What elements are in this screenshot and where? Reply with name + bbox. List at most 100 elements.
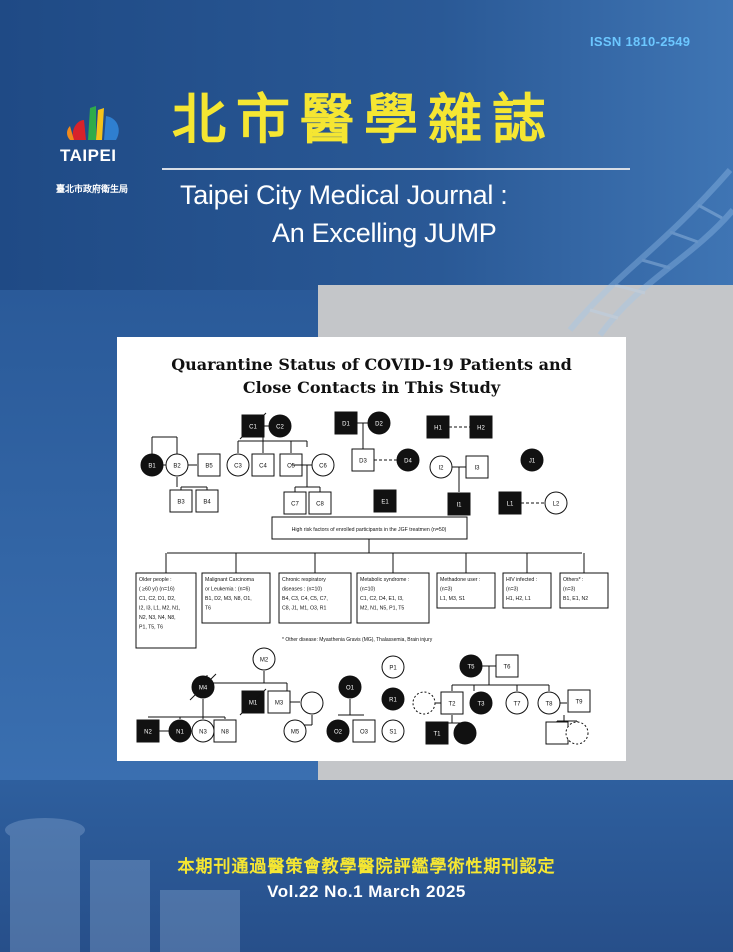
pedigree-node-N1 (168, 719, 192, 743)
node-label: T6 (503, 665, 511, 671)
node-label: B4 (203, 500, 211, 506)
pedigree-line (189, 673, 217, 701)
pedigree-node-D4 (396, 448, 420, 472)
pedigree-node-blank (545, 721, 569, 745)
risk-category-box (278, 572, 352, 624)
node-label: I3 (474, 466, 480, 472)
risk-category-text: Malignant Carcinoma (205, 577, 254, 583)
risk-category-text: I2, I3, L1, M2, N1, (139, 606, 180, 612)
node-label: D2 (375, 422, 383, 428)
risk-category-text: T6 (205, 606, 211, 612)
pedigree-node-T6 (495, 654, 519, 678)
risk-category-text: HIV infected : (506, 577, 537, 583)
node-label: I2 (438, 466, 444, 472)
pedigree-node-O2 (326, 719, 350, 743)
pedigree-node-blank (565, 721, 589, 745)
pedigree-node-O1 (338, 675, 362, 699)
risk-category-text: L1, M3, S1 (440, 596, 465, 602)
node-label: H1 (434, 426, 442, 432)
node-label: I1 (456, 503, 462, 509)
risk-header-text: High risk factors of enrolled participan… (292, 527, 447, 533)
risk-category-text: B1, D2, M3, N8, O1, (205, 596, 252, 602)
node-label: B1 (148, 464, 156, 470)
risk-category-box (201, 572, 271, 624)
pedigree-node-R1 (381, 687, 405, 711)
risk-category-text: C8, J1, M1, O3, R1 (282, 606, 327, 612)
node-label: N8 (221, 730, 229, 736)
risk-category-box (135, 572, 197, 649)
risk-category-text: (n=3) (563, 587, 576, 593)
pedigree-node-B1 (140, 453, 164, 477)
figure-title-line2: Close Contacts in This Study (242, 378, 501, 397)
volume-issue: Vol.22 No.1 March 2025 (267, 882, 466, 901)
risk-category-text: B1, E1, N2 (563, 596, 588, 602)
pedigree-node-N8 (213, 719, 237, 743)
figure-title-line1: Quarantine Status of COVID-19 Patients a… (171, 355, 572, 374)
node-label: O2 (334, 730, 343, 736)
node-label: T1 (433, 732, 441, 738)
pedigree-node-B2 (165, 453, 189, 477)
journal-title-chinese: 北市醫學雜誌 (172, 87, 556, 151)
risk-category-text: Chronic respiratory (282, 577, 326, 583)
node-label: C6 (319, 464, 327, 470)
node-label: N1 (176, 730, 184, 736)
pedigree-node-I1 (447, 492, 471, 516)
risk-category-text: (n=3) (506, 587, 519, 593)
pedigree-node-M2 (252, 647, 276, 671)
node-label: N2 (144, 730, 152, 736)
node-label: C7 (291, 502, 299, 508)
header-band (0, 0, 733, 300)
risk-category-text: P1, T5, T6 (139, 625, 163, 631)
pedigree-node-C7 (283, 491, 307, 515)
pedigree-node-D2 (367, 411, 391, 435)
pedigree-line (239, 412, 267, 440)
node-label: C4 (259, 464, 267, 470)
title-divider (162, 168, 630, 170)
bottom-band (0, 780, 733, 952)
pedigree-node-T1 (425, 721, 449, 745)
pedigree-node-C2 (268, 414, 292, 438)
figure-footnote: * Other disease: Myasthenia Gravis (MG),… (282, 637, 433, 643)
node-label: O1 (346, 686, 355, 692)
logo-wordmark: TAIPEI (60, 146, 117, 165)
node-label: C5 (287, 464, 295, 470)
risk-category-text: M2, N1, N5, P1, T5 (360, 606, 404, 612)
risk-category-text: Others* : (563, 577, 583, 583)
node-label: J1 (529, 459, 536, 465)
risk-category-text: diseases : (n=10) (282, 587, 322, 593)
node-label: B3 (177, 500, 185, 506)
logo-subtitle: 臺北市政府衛生局 (56, 185, 129, 195)
journal-title-english-line2: An Excelling JUMP (272, 218, 497, 248)
pedigree-node-M_H (300, 691, 324, 715)
risk-category-text: C1, C2, D1, D2, (139, 596, 176, 602)
pedigree-node-B4 (195, 489, 219, 513)
node-label: D3 (359, 459, 367, 465)
node-label: O3 (360, 730, 369, 736)
node-label: C1 (249, 425, 257, 431)
accreditation-text: 本期刊通過醫策會教學醫院評鑑學術性期刊認定 (177, 857, 556, 877)
pedigree-node-L2 (544, 491, 568, 515)
node-label: C3 (234, 464, 242, 470)
node-label: L2 (553, 502, 560, 508)
node-label: E1 (381, 500, 389, 506)
pedigree-node-T3 (469, 691, 493, 715)
node-label: M1 (249, 701, 258, 707)
pedigree-node-C4 (251, 453, 275, 477)
node-label: T7 (513, 702, 521, 708)
node-label: P1 (389, 666, 397, 672)
node-label: H2 (477, 426, 485, 432)
figure-panel: Quarantine Status of COVID-19 Patients a… (117, 337, 626, 761)
node-label: C2 (276, 425, 284, 431)
pedigree-node-B5 (197, 453, 221, 477)
pedigree-node-O3 (352, 719, 376, 743)
journal-title-english-line1: Taipei City Medical Journal : (180, 180, 508, 210)
node-label: L1 (507, 502, 514, 508)
pedigree-node-T9 (567, 689, 591, 713)
pedigree-node-D1 (334, 411, 358, 435)
risk-category-text: H1, H2, L1 (506, 596, 531, 602)
node-label: M2 (260, 658, 269, 664)
risk-category-text: (n=10) (360, 587, 375, 593)
dna-helix-decoration (567, 168, 733, 337)
risk-category-text: C1, C2, D4, E1, I3, (360, 596, 404, 602)
